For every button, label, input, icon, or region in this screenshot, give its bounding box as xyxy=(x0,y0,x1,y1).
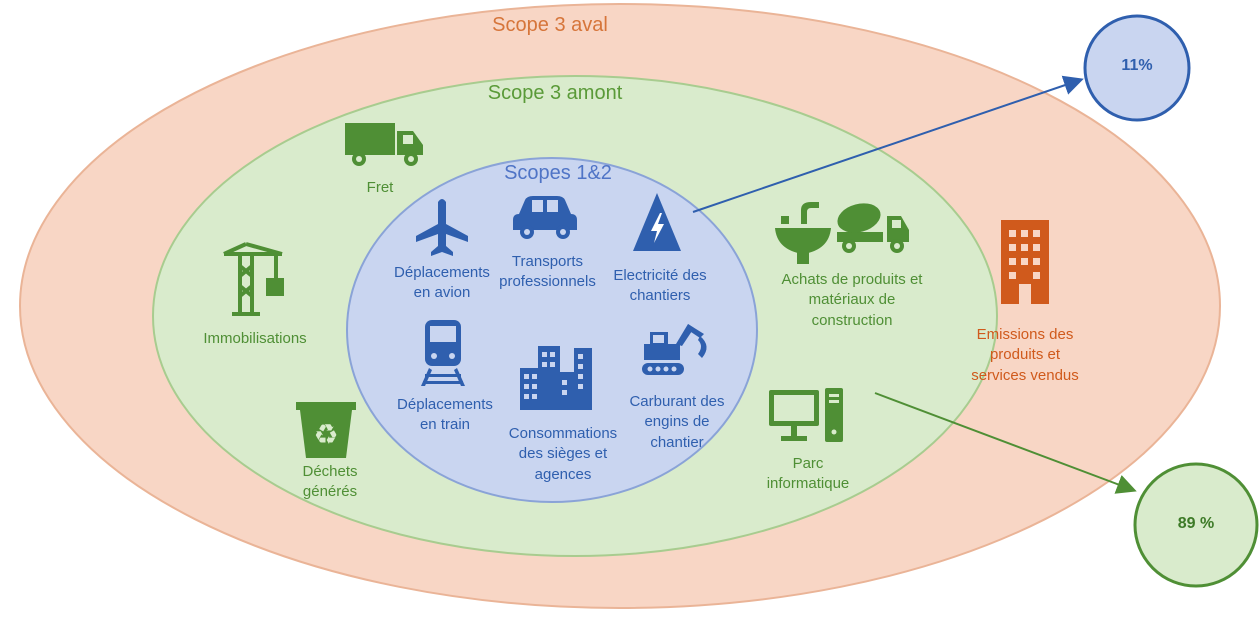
middle-item-label: Fret xyxy=(366,179,394,196)
car-icon xyxy=(513,196,577,239)
building-icon xyxy=(1001,220,1049,304)
inner-item-label: Electricité des chantiers xyxy=(613,267,707,305)
middle-item-label: Déchets générés xyxy=(302,463,358,501)
computer-icon xyxy=(769,388,843,442)
scope3-amont-label: Scope 3 amont xyxy=(487,82,623,104)
arrow-scopes12 xyxy=(692,75,1084,213)
sink-icon xyxy=(775,202,831,264)
truck-icon xyxy=(345,123,423,166)
middle-item-label: Immobilisations xyxy=(203,330,307,347)
middle-item-label: Achats de produits et matériaux de const… xyxy=(781,271,923,329)
inner-item-label: Transports professionnels xyxy=(499,253,596,291)
scopes12-label: Scopes 1&2 xyxy=(504,162,612,184)
inner-item-label: Carburant des engins de chantier xyxy=(629,393,725,451)
callout-circle-89 xyxy=(1133,462,1259,588)
excavator-icon xyxy=(642,324,707,375)
callout-circle-11 xyxy=(1083,14,1191,122)
concrete-mixer-icon xyxy=(837,203,909,253)
scope3-aval-label: Scope 3 aval xyxy=(492,14,608,36)
recycle-bin-icon: ♻ xyxy=(296,402,356,458)
electricity-icon xyxy=(633,193,681,251)
inner-item-label: Consommations des sièges et agences xyxy=(508,425,618,483)
middle-item-label: Parc informatique xyxy=(766,455,850,493)
airplane-icon xyxy=(416,199,468,256)
scopes12-percentage: 11% xyxy=(1121,57,1153,74)
inner-item-label: Déplacements en train xyxy=(397,396,493,434)
svg-text:♻: ♻ xyxy=(313,418,338,451)
train-icon xyxy=(421,320,465,386)
scope3-percentage: 89 % xyxy=(1177,515,1215,532)
arrow-scope3 xyxy=(874,392,1137,494)
office-buildings-icon xyxy=(520,346,592,410)
outer-item-label: Emissions des produits et services vendu… xyxy=(971,326,1079,384)
inner-item-label: Déplacements en avion xyxy=(394,264,490,302)
crane-icon xyxy=(223,242,284,316)
